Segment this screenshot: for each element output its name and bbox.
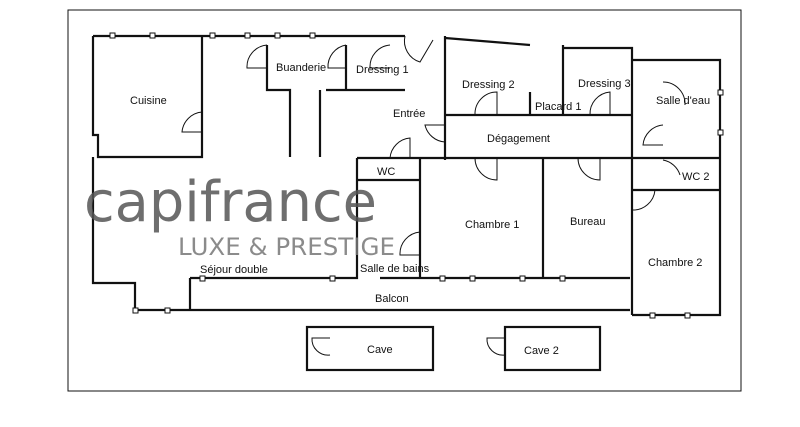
watermark-brand: capifrance [84,170,377,235]
room-placard-1: Placard 1 [535,101,581,113]
room-balcon: Balcon [375,293,409,305]
walls [91,34,722,372]
watermark: capifrance LUXE & PRESTIGE [84,170,395,261]
room-wc: WC [377,166,395,178]
plan-frame [67,9,742,392]
room-chambre-1: Chambre 1 [465,219,519,231]
room-cave-2: Cave 2 [524,345,559,357]
room-dressing-2: Dressing 2 [462,79,515,91]
room-salle-eau: Salle d'eau [656,95,710,107]
room-cave: Cave [367,344,393,356]
room-sejour-double: Séjour double [200,264,268,276]
room-salle-de-bains: Salle de bains [360,263,430,275]
window-markers [109,32,724,319]
room-wc-2: WC 2 [682,171,710,183]
room-bureau: Bureau [570,216,605,228]
room-labels: Cuisine Buanderie Dressing 1 Dressing 2 … [130,62,710,357]
room-buanderie: Buanderie [276,62,326,74]
room-degagement: Dégagement [487,133,550,145]
room-dressing-1: Dressing 1 [356,64,409,76]
room-cuisine: Cuisine [130,95,167,107]
room-entree: Entrée [393,108,425,120]
room-dressing-3: Dressing 3 [578,78,631,90]
room-chambre-2: Chambre 2 [648,257,702,269]
door-swings [181,35,686,356]
watermark-tagline: LUXE & PRESTIGE [178,233,395,261]
